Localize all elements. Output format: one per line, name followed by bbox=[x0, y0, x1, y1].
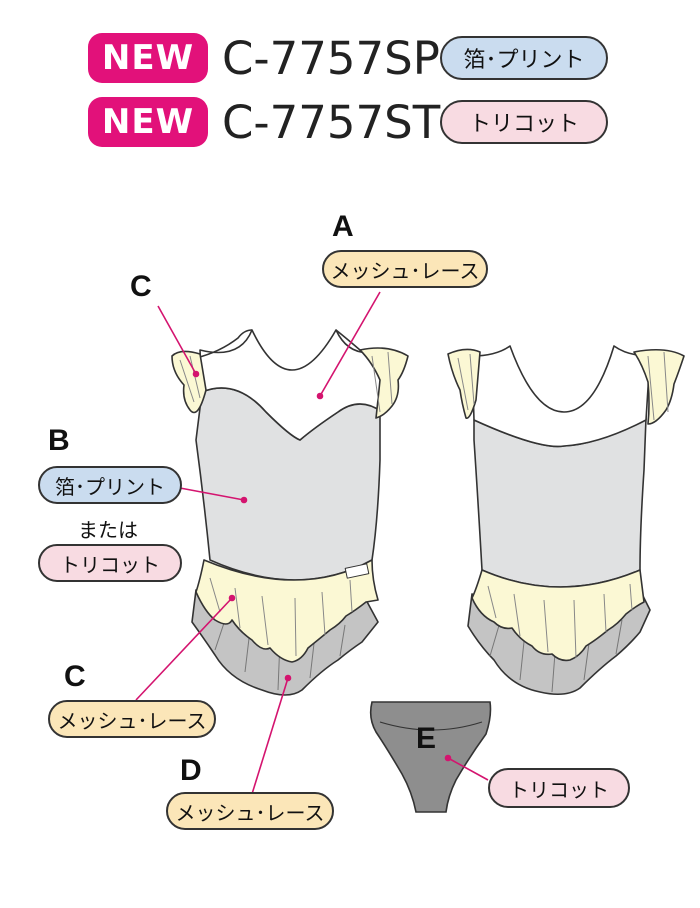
callout-label-e: トリコット bbox=[488, 768, 630, 808]
front-skirt-ruffle bbox=[195, 559, 379, 663]
front-right-sleeve bbox=[359, 347, 409, 419]
front-leotard bbox=[171, 329, 409, 696]
callout-label-d: メッシュ･レース bbox=[166, 792, 334, 830]
leader-C-top bbox=[157, 305, 197, 375]
material-tag-tricot: トリコット bbox=[440, 100, 608, 144]
material-tag-foil-print: 箔･プリント bbox=[440, 36, 608, 80]
callout-label-c-bottom: メッシュ･レース bbox=[48, 700, 216, 738]
callout-letter-e: E bbox=[416, 722, 437, 755]
front-left-sleeve bbox=[171, 350, 207, 414]
back-leotard bbox=[447, 345, 685, 696]
leader-E bbox=[447, 757, 489, 781]
brief-tricot bbox=[369, 701, 492, 813]
front-mesh-yoke bbox=[199, 329, 383, 441]
callout-or-text: または bbox=[78, 518, 138, 542]
logo-tag bbox=[344, 563, 370, 579]
product-code: C-7757ST bbox=[222, 95, 441, 149]
leader-D bbox=[251, 677, 289, 795]
back-right-sleeve bbox=[633, 348, 685, 425]
callout-letter-c-top: C bbox=[130, 270, 152, 303]
header-row-sp: NEW C-7757SP bbox=[88, 31, 442, 85]
back-left-sleeve bbox=[447, 348, 481, 419]
header-row-st: NEW C-7757ST bbox=[88, 95, 442, 149]
leader-B bbox=[179, 487, 245, 501]
callout-label-b-foil: 箔･プリント bbox=[38, 466, 182, 504]
back-skirt-ruffle bbox=[471, 569, 645, 662]
leader-lines bbox=[135, 291, 489, 795]
product-code: C-7757SP bbox=[222, 31, 440, 85]
callout-letter-c-bottom: C bbox=[64, 660, 86, 693]
leader-A bbox=[319, 291, 381, 397]
callout-letter-d: D bbox=[180, 754, 202, 787]
callout-letter-a: A bbox=[332, 210, 354, 243]
callout-label-b-tricot: トリコット bbox=[38, 544, 182, 582]
callout-letter-b: B bbox=[48, 424, 70, 457]
new-badge: NEW bbox=[88, 97, 208, 147]
callout-label-a: メッシュ･レース bbox=[322, 250, 488, 288]
leader-C-bottom bbox=[135, 597, 233, 701]
new-badge: NEW bbox=[88, 33, 208, 83]
back-mesh-yoke bbox=[471, 345, 651, 448]
